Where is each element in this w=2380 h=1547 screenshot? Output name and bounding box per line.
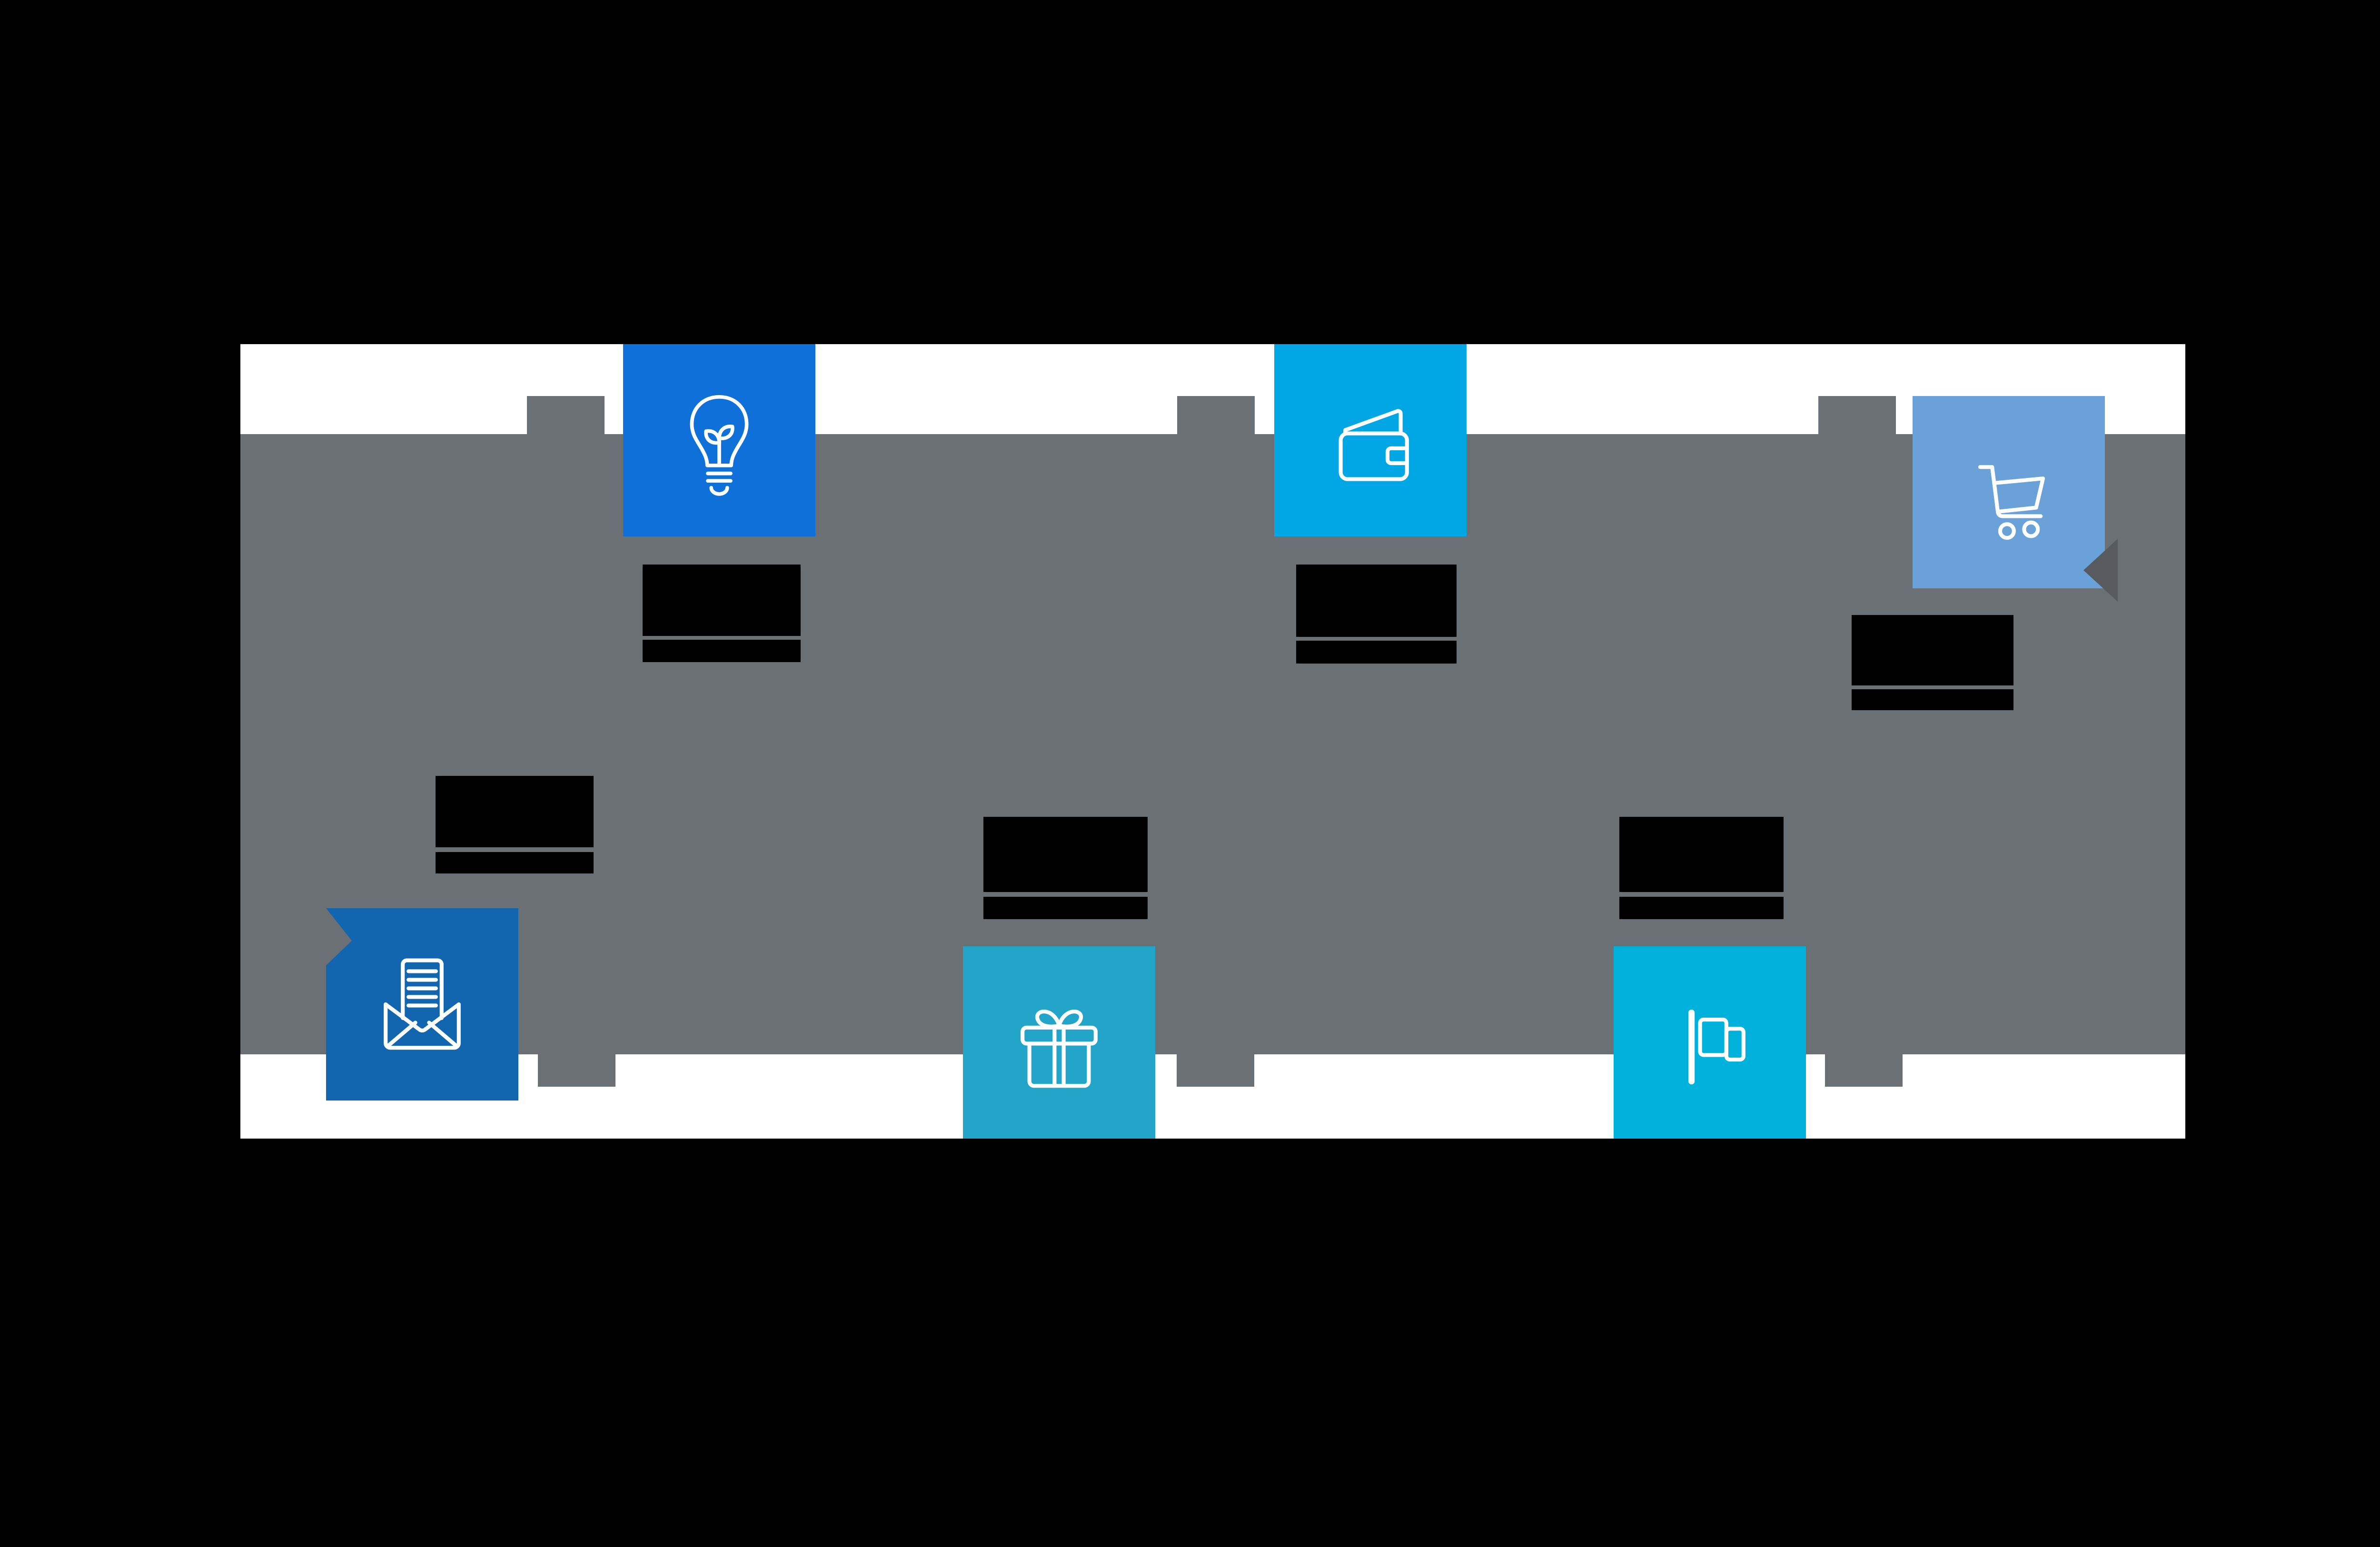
step-6-cart-square bbox=[1913, 396, 2105, 588]
step-4-text-placeholder bbox=[1296, 565, 1457, 664]
step-4-wallet-square bbox=[1274, 344, 1467, 536]
ribbon-fold-tab bbox=[1177, 396, 1255, 434]
step-2-text-placeholder bbox=[643, 565, 801, 662]
ribbon-fold-tab bbox=[538, 1054, 615, 1087]
step-5-text-placeholder bbox=[1619, 817, 1784, 919]
flag-icon bbox=[1688, 1010, 1745, 1085]
ribbon-fold-tab bbox=[1825, 1054, 1903, 1087]
ribbon-fold-tab bbox=[1177, 1054, 1254, 1087]
step-1-text-placeholder bbox=[436, 776, 594, 873]
step-5-flag-square bbox=[1614, 946, 1806, 1139]
step-1-envelope-square bbox=[326, 908, 518, 1101]
wallet-icon bbox=[1339, 409, 1409, 481]
gift-icon bbox=[1021, 1010, 1098, 1088]
shopping-cart-icon bbox=[1978, 465, 2045, 540]
step-6-text-placeholder bbox=[1852, 615, 2013, 710]
step-2-lightbulb-square bbox=[623, 344, 815, 536]
ribbon-band bbox=[240, 434, 2185, 1054]
open-envelope-icon bbox=[384, 958, 461, 1050]
ribbon-fold-tab bbox=[527, 396, 605, 434]
step-3-gift-square bbox=[963, 946, 1155, 1139]
lightbulb-icon bbox=[690, 395, 749, 496]
step-3-text-placeholder bbox=[983, 817, 1148, 919]
ribbon-fold-tab bbox=[1818, 396, 1896, 434]
